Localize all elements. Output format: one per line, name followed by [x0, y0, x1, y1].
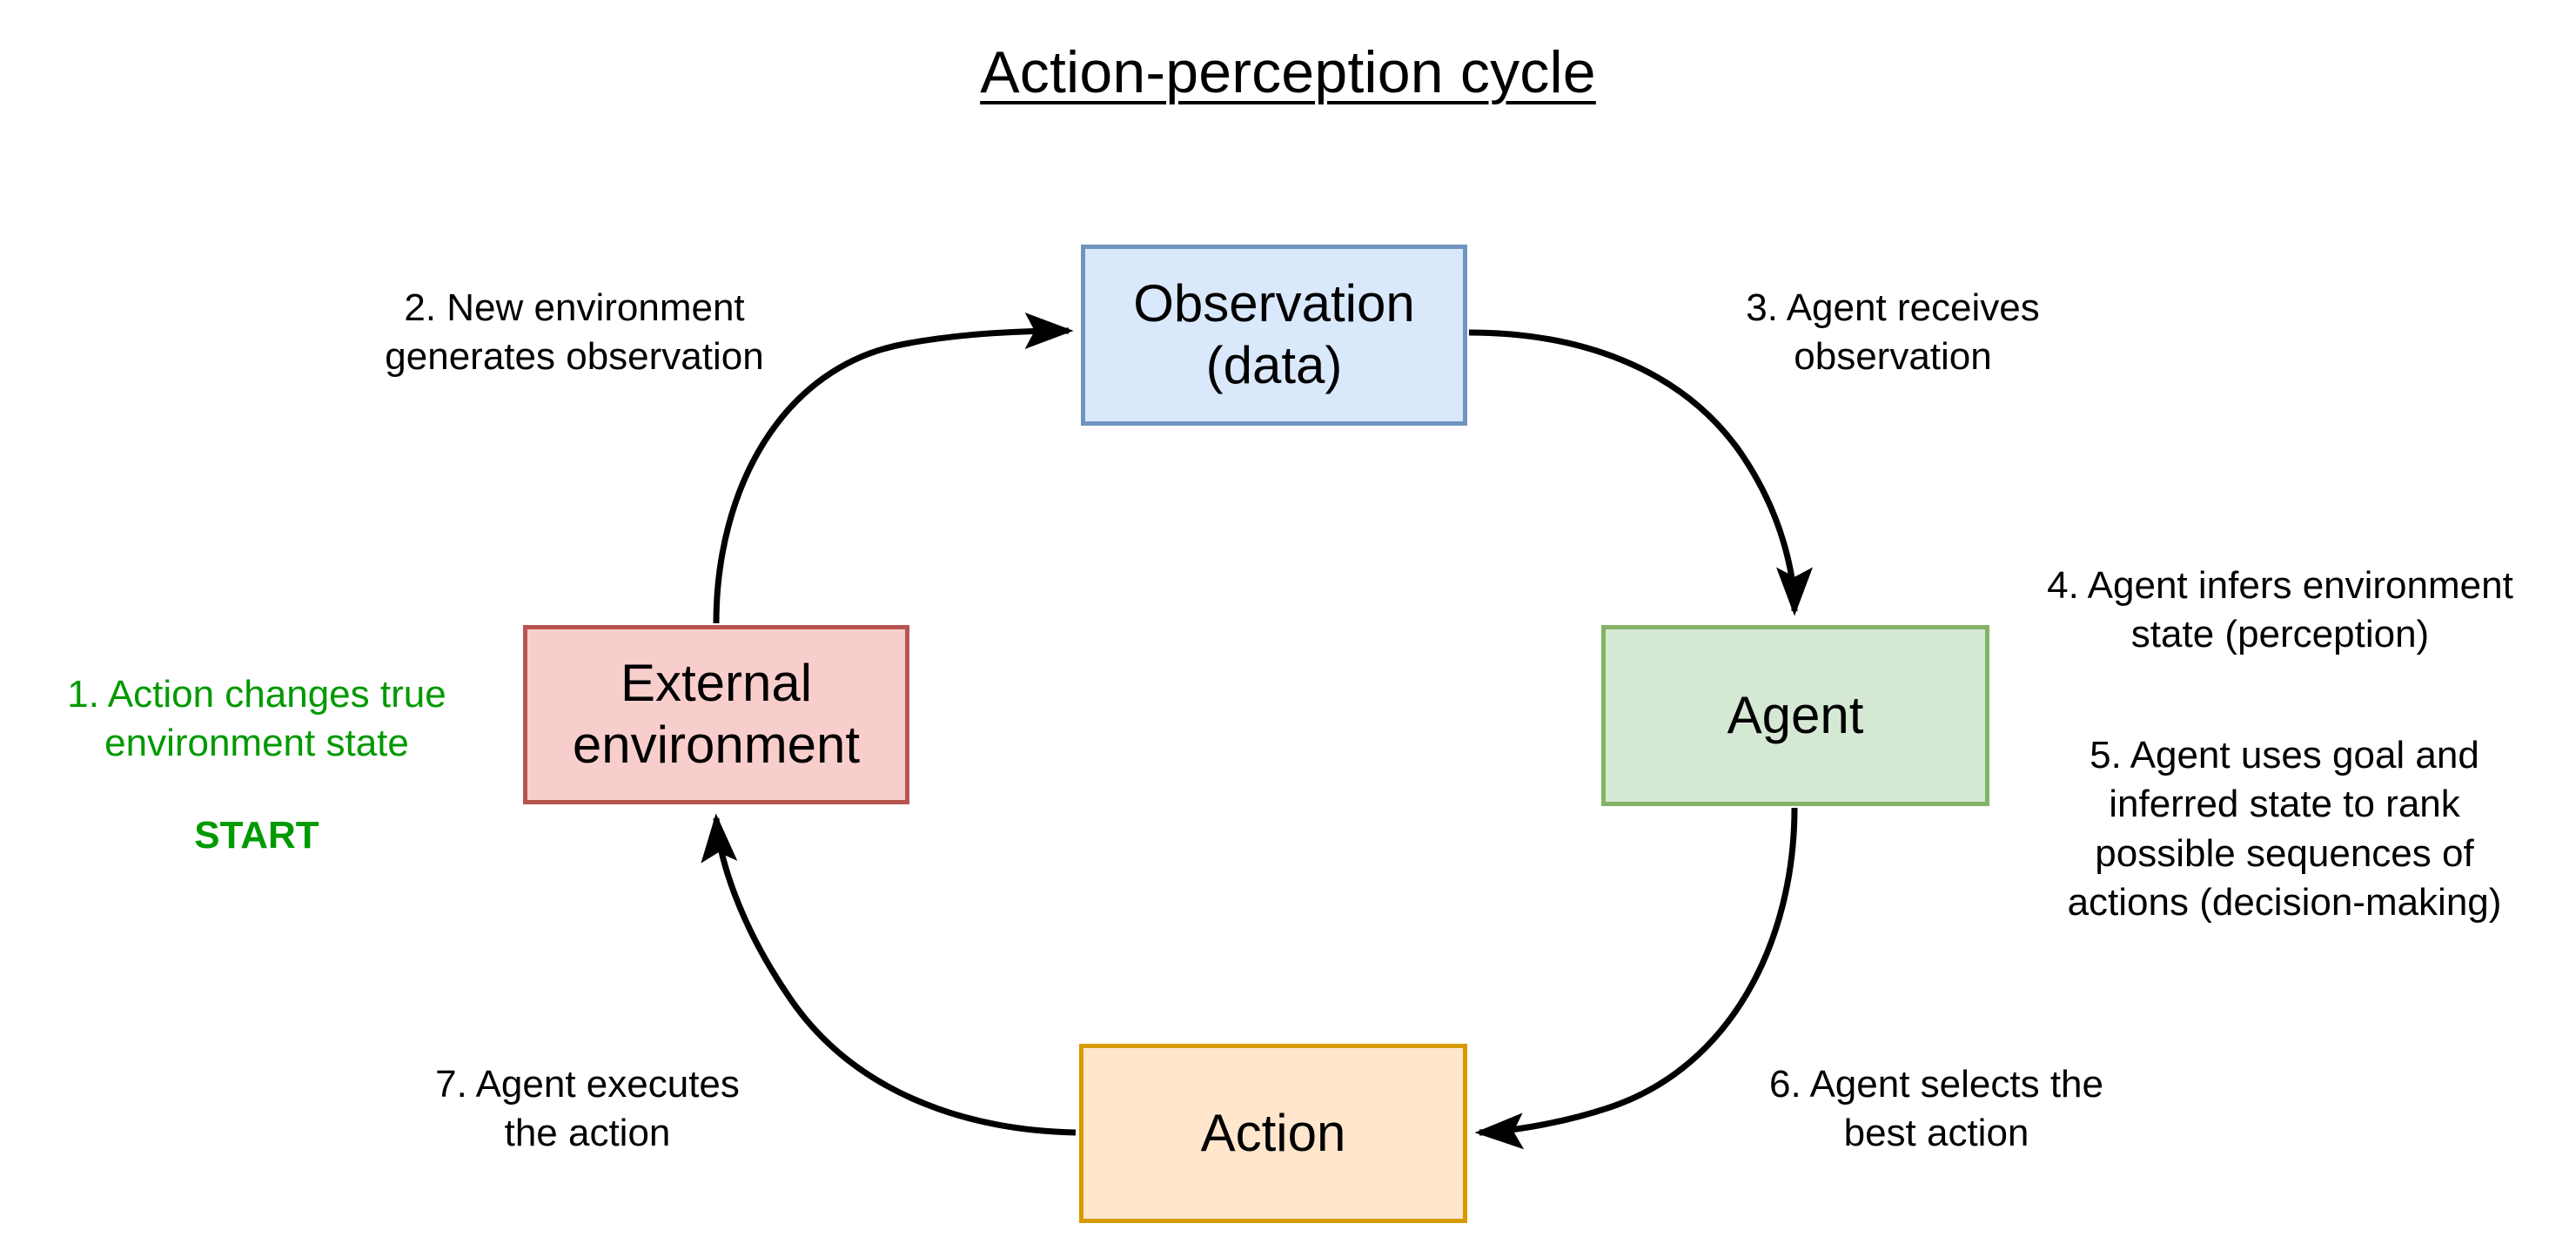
node-agent[interactable]: Agent: [1601, 625, 1989, 806]
annotation-step-7: 7. Agent executes the action: [435, 1063, 740, 1155]
annotation-step-1: 1. Action changes true environment state: [67, 673, 446, 765]
start-badge: START: [194, 814, 319, 857]
node-observation-label: Observation (data): [1133, 274, 1415, 394]
node-external-environment-label: External environment: [572, 654, 861, 774]
annotation-step-2: 2. New environment generates observation: [385, 286, 764, 379]
annotation-step-5: 5. Agent uses goal and inferred state to…: [2067, 734, 2502, 924]
node-external-environment[interactable]: External environment: [523, 625, 909, 804]
page-title-text: Action-perception cycle: [980, 39, 1596, 105]
node-action[interactable]: Action: [1079, 1044, 1467, 1223]
annotation-step-3: 3. Agent receives observation: [1746, 286, 2040, 379]
node-observation[interactable]: Observation (data): [1081, 245, 1467, 426]
node-action-label: Action: [1200, 1103, 1346, 1162]
annotation-step-4: 4. Agent infers environment state (perce…: [2047, 564, 2513, 656]
node-agent-label: Agent: [1727, 685, 1864, 744]
annotation-step-6: 6. Agent selects the best action: [1768, 1063, 2104, 1155]
page-title: Action-perception cycle: [0, 40, 2576, 105]
